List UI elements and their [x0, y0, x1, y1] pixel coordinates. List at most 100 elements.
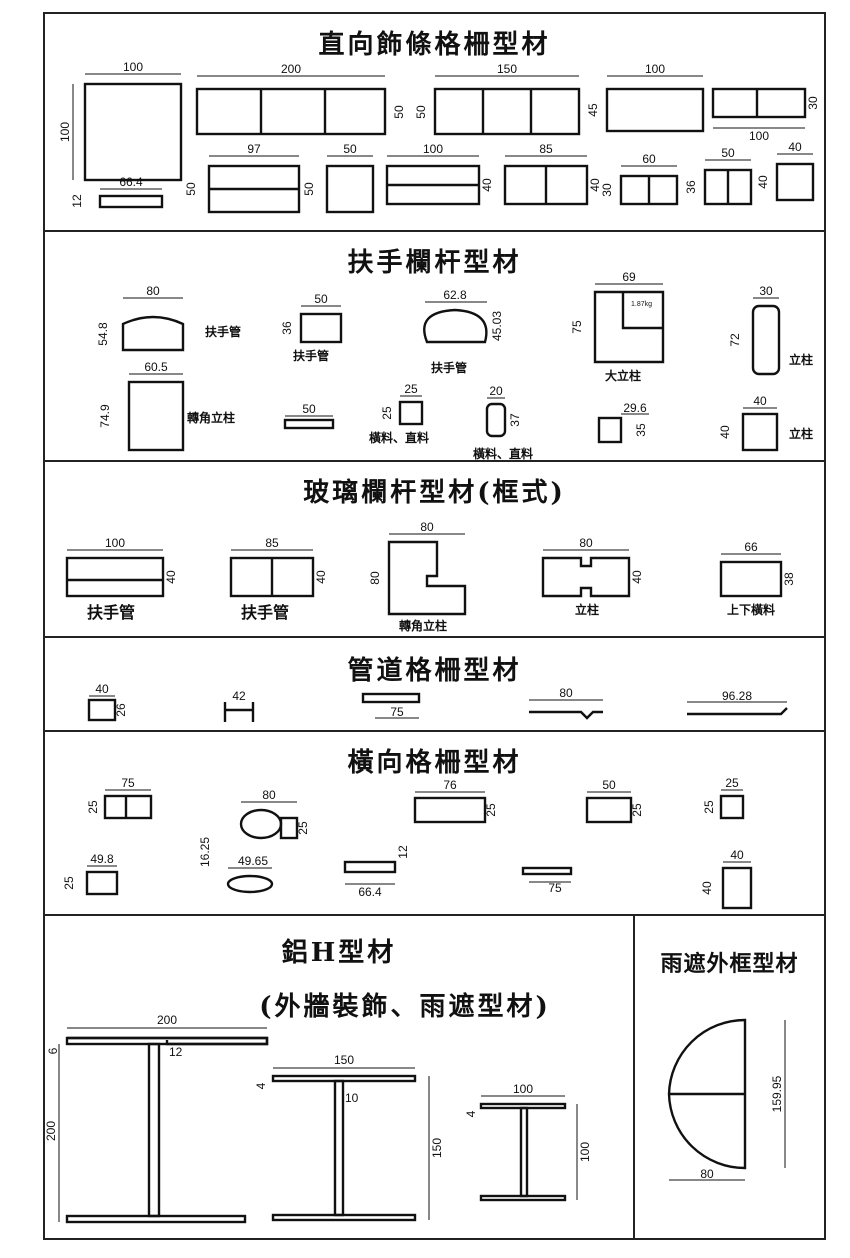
profile-75: 75	[361, 692, 421, 719]
dim-width: 80	[700, 1167, 714, 1181]
dim-height: 30	[600, 183, 614, 197]
dim-height: 40	[588, 178, 602, 192]
profile-handrail-62: 62.8 45.03 扶手管	[423, 288, 504, 375]
section-title: 管道格柵型材	[347, 656, 522, 686]
dim-width: 96.28	[722, 689, 752, 703]
profile-post-30x72: 30 72 立柱	[728, 284, 813, 376]
dim-width: 100	[513, 1082, 533, 1096]
profile-label: 上下橫料	[727, 602, 775, 617]
dim-width: 40	[753, 394, 767, 408]
section-title: 直向飾條格柵型材	[318, 30, 551, 60]
profile-40x26: 40 26	[87, 682, 128, 722]
profile-96: 96.28	[687, 689, 788, 716]
profile-top-bottom-rail: 66 38 上下橫料	[719, 540, 796, 617]
dim-width: 80	[559, 686, 573, 700]
profile-66x12: 66.4 12	[70, 175, 164, 209]
dim-width: 60	[642, 152, 656, 166]
dim-height: 50	[414, 105, 428, 119]
dim-height: 40	[480, 178, 494, 192]
dim-width: 100	[105, 536, 125, 550]
dim-width: 66.4	[119, 175, 143, 189]
profile-49x25: 49.8 25	[62, 852, 119, 896]
section-vertical-grille: 直向飾條格柵型材 100 100 200 50	[45, 14, 824, 232]
dim-height: 200	[44, 1121, 58, 1141]
dim-height: 40	[630, 570, 644, 584]
profile-50x25: 50 25	[585, 778, 644, 824]
dim-width: 85	[539, 142, 553, 156]
dim-width: 100	[749, 129, 769, 143]
profile-big-post: 69 75 1.87kg 大立柱	[570, 270, 665, 383]
dim-width: 200	[281, 62, 301, 76]
profile-150x50: 150 50	[414, 62, 581, 136]
dim-height: 25	[484, 803, 498, 817]
dim-width: 150	[497, 62, 517, 76]
dim-width: 75	[390, 705, 404, 719]
profile-corner-post-80: 80 80 轉角立柱	[368, 520, 467, 633]
profile-50x50: 50 50	[302, 142, 375, 214]
dim-height: 25	[62, 876, 76, 890]
section-title: 橫向格柵型材	[347, 748, 522, 778]
profile-label: 立柱	[575, 602, 599, 617]
section-handrail: 扶手欄杆型材 80 54.8 扶手管 50 36 扶手管 62.8 45.03	[45, 232, 824, 462]
dim-height: 25	[630, 803, 644, 817]
dim-width: 50	[721, 146, 735, 160]
profile-handrail-50: 50 36 扶手管	[280, 292, 343, 363]
dim-width: 69	[622, 270, 636, 284]
catalog-sheet: 直向飾條格柵型材 100 100 200 50	[43, 12, 826, 1240]
dim-flange: 4	[254, 1082, 268, 1089]
section-title: 雨遮外框型材	[660, 951, 799, 977]
dim-width: 49.65	[238, 854, 268, 868]
dim-height: 50	[184, 182, 198, 196]
profile-label: 扶手管	[431, 360, 467, 375]
dim-width: 49.8	[90, 852, 114, 866]
profile-85x40: 85 40	[503, 142, 602, 206]
dim-height: 40	[756, 175, 770, 189]
dim-height: 80	[368, 571, 382, 585]
profile-25x25: 25 25	[702, 776, 745, 820]
dim-height: 159.95	[770, 1075, 784, 1112]
profile-corner-post: 60.5 74.9 轉角立柱	[98, 360, 235, 452]
dim-height: 150	[430, 1138, 444, 1158]
dim-width: 25	[404, 382, 418, 396]
dim-width: 62.8	[443, 288, 467, 302]
profile-100x40: 100 40	[385, 142, 494, 206]
profile-post-80x40: 80 40 立柱	[541, 536, 644, 617]
dim-height: 45.03	[490, 311, 504, 341]
weight-note: 1.87kg	[631, 301, 652, 308]
dim-width: 80	[420, 520, 434, 534]
dim-width: 100	[423, 142, 443, 156]
profile-handrail-80: 80 54.8 扶手管	[96, 284, 241, 352]
dim-web: 12	[169, 1045, 183, 1059]
dim-height: 72	[728, 333, 742, 347]
dim-height: 12	[70, 194, 84, 208]
profile-label: 立柱	[789, 352, 813, 367]
profile-100x100: 100 100	[58, 60, 183, 182]
profile-label: 扶手管	[293, 348, 329, 363]
dim-width: 100	[123, 60, 143, 74]
profile-label: 橫料、直料	[473, 446, 533, 461]
dim-height: 40	[718, 425, 732, 439]
dim-height: 30	[806, 96, 820, 110]
profile-label: 轉角立柱	[399, 618, 447, 633]
dim-height: 40	[314, 570, 328, 584]
profile-40x40: 40 40	[756, 140, 815, 202]
profile-80: 80	[529, 686, 603, 720]
dim-width: 42	[232, 689, 246, 703]
profile-label: 橫料、直料	[369, 430, 429, 445]
profile-100x45: 100 45	[586, 62, 705, 133]
profile-40x40: 40 40	[700, 848, 753, 910]
dim-height: 40	[164, 570, 178, 584]
dim-width: 40	[788, 140, 802, 154]
profile-60x30: 60 30	[600, 152, 679, 206]
dim-height: 16.25	[198, 837, 212, 867]
dim-width: 50	[314, 292, 328, 306]
profile-drawings: 75 25 80 25 76 25 50 25	[62, 776, 753, 910]
dim-height: 26	[114, 703, 128, 717]
profile-drawings: 200 200 6 12 150 150 4 10	[44, 1013, 592, 1224]
profile-rail-100: 100 40 扶手管	[65, 536, 178, 622]
dim-height: 50	[392, 105, 406, 119]
dim-width: 25	[725, 776, 739, 790]
section-canopy-frame: 雨遮外框型材 80 159.95	[635, 916, 824, 1240]
dim-height: 45	[586, 103, 600, 117]
dim-width: 60.5	[144, 360, 168, 374]
